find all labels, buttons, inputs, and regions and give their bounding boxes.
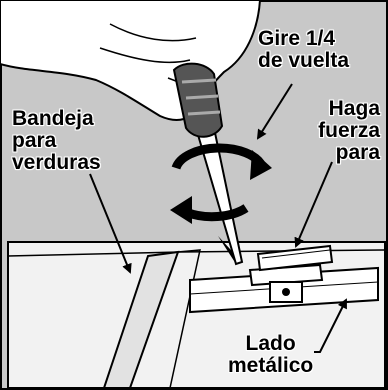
- label-push-line-1: Haga: [328, 97, 380, 120]
- label-push-line-3: para: [335, 141, 380, 164]
- metal-clip-icon: [256, 244, 334, 272]
- label-drawer-line-1: Bandeja: [12, 107, 94, 130]
- label-metal-line-2: metálico: [228, 354, 314, 377]
- label-metal-side: Lado metálico: [228, 333, 313, 377]
- drawer-side: [148, 249, 201, 389]
- label-twist-line-2: de vuelta: [258, 49, 350, 72]
- label-crisper-drawer: Bandeja para verduras: [12, 108, 101, 174]
- label-drawer-line-2: para: [12, 129, 57, 152]
- metal-side: [189, 263, 379, 314]
- label-twist: Gire 1/4 de vuelta: [258, 28, 349, 72]
- drawer-divider: [102, 250, 180, 389]
- drawer-leader: [89, 173, 132, 274]
- label-metal-line-1: Lado: [245, 332, 296, 355]
- twist-leader: [256, 83, 293, 140]
- screwdriver-icon: [172, 62, 244, 266]
- label-push-line-2: fuerza: [318, 119, 380, 142]
- metal-leader: [314, 298, 347, 353]
- label-drawer-line-3: verduras: [12, 151, 101, 174]
- push-leader: [294, 161, 333, 248]
- rotation-arrows-icon: [170, 143, 272, 224]
- label-push: Haga fuerza para: [318, 98, 380, 164]
- label-twist-line-1: Gire 1/4: [258, 27, 336, 50]
